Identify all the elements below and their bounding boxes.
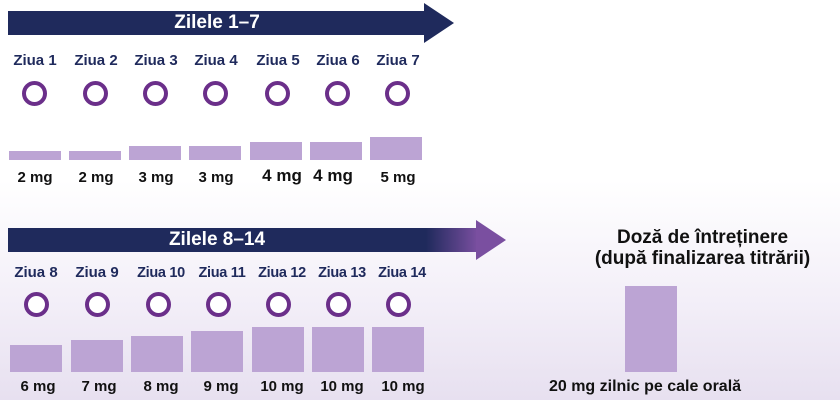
pill-icon [265,81,290,106]
maintenance-title: Doză de întreținere (după finalizarea ti… [565,227,840,269]
dose-bar [312,327,364,372]
day-label: Ziua 8 [14,264,58,281]
day-label: Ziua 12 [258,265,306,281]
pill-icon [24,292,49,317]
week1-arrow: Zilele 1–7 [8,3,454,43]
dose-bar [370,137,422,160]
day-label: Ziua 2 [74,52,118,69]
week2-arrow-fade [426,228,478,252]
week2-arrow: Zilele 8–14 [8,220,508,260]
pill-icon [266,292,291,317]
pill-icon [22,81,47,106]
pill-icon [143,81,168,106]
day-label: Ziua 3 [134,52,178,69]
day-label: Ziua 6 [316,52,360,69]
week1-title: Zilele 1–7 [8,11,426,35]
pill-icon [83,81,108,106]
dose-bar [9,151,61,160]
day-label: Ziua 1 [13,52,57,69]
pill-icon [326,292,351,317]
week2-title: Zilele 8–14 [8,228,426,252]
dose-label: 2 mg [17,169,53,186]
dose-label: 4 mg [313,166,353,185]
day-label: Ziua 4 [194,52,238,69]
day-label: Ziua 10 [137,265,185,281]
dose-bar [129,146,181,160]
dose-bar [191,331,243,372]
pill-icon [203,81,228,106]
dose-label: 4 mg [262,166,302,185]
dose-label: 3 mg [138,169,174,186]
pill-icon [146,292,171,317]
maintenance-title-line1: Doză de întreținere [616,227,789,248]
day-label: Ziua 5 [256,52,300,69]
day-label: Ziua 11 [198,265,246,281]
dose-label: 5 mg [380,169,416,186]
day-label: Ziua 13 [318,265,366,281]
maintenance-caption: 20 mg zilnic pe cale orală [548,378,742,395]
dose-label: 9 mg [203,378,239,395]
dose-bar [69,151,121,160]
dose-bar [310,142,362,160]
dose-bar [10,345,62,372]
dose-label: 8 mg [143,378,179,395]
day-label: Ziua 14 [378,265,426,281]
dose-label: 2 mg [78,169,114,186]
pill-icon [385,81,410,106]
dose-label: 10 mg [320,378,364,395]
pill-icon [325,81,350,106]
pill-icon [206,292,231,317]
dose-bar [250,142,302,160]
day-label: Ziua 7 [376,52,420,69]
day-label: Ziua 9 [75,264,119,281]
dose-label: 6 mg [20,378,56,395]
dose-label: 7 mg [81,378,117,395]
pill-icon [85,292,110,317]
dose-label: 10 mg [381,378,425,395]
dose-label: 3 mg [198,169,234,186]
dose-bar [71,340,123,372]
arrow-head-icon [424,3,454,43]
dose-label: 10 mg [260,378,304,395]
dose-bar [372,327,424,372]
maintenance-title-line2: (după finalizarea titrării) [594,248,811,269]
dose-bar [189,146,241,160]
arrow-head-icon [476,220,506,260]
dose-bar [252,327,304,372]
dose-bar [131,336,183,372]
pill-icon [386,292,411,317]
maintenance-dose-bar [625,286,677,372]
